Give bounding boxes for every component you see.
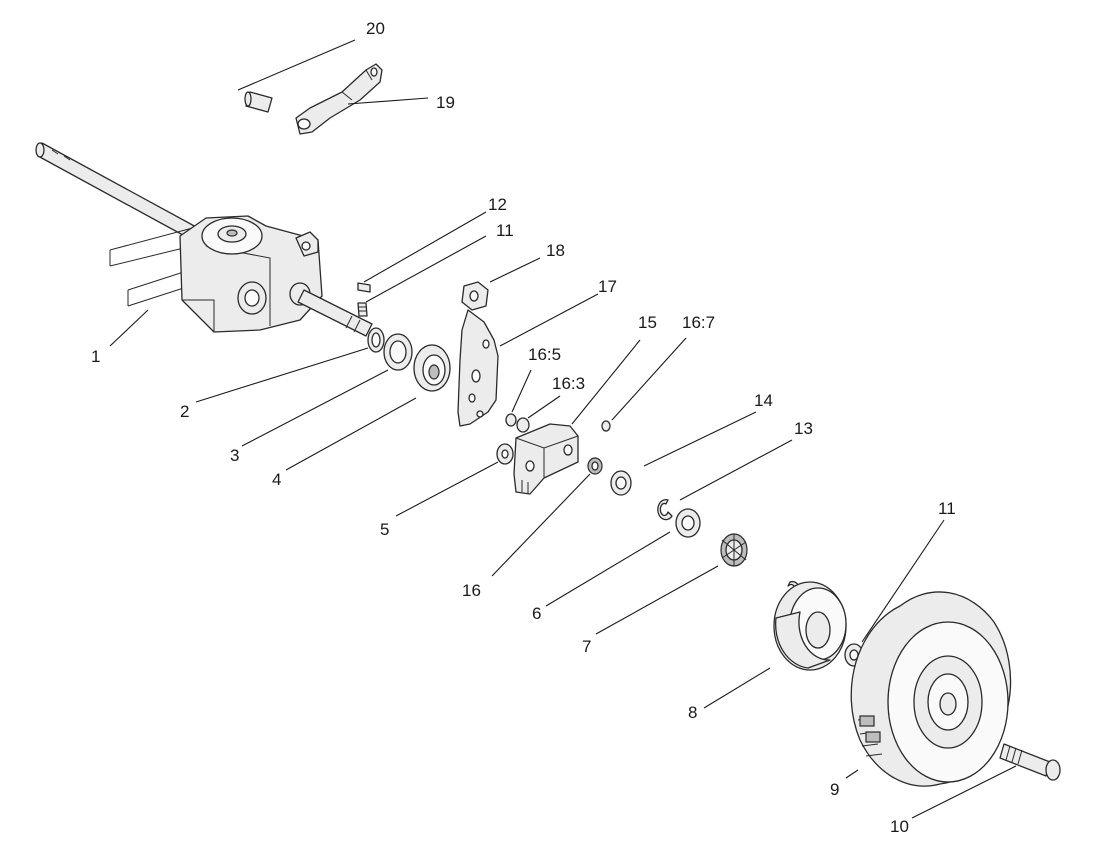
part-9-wheel [850,591,1012,787]
callout-16-5: 16:5 [528,345,561,364]
callout-9: 9 [830,780,839,799]
part-16-bracket-block [513,423,579,495]
callout-4: 4 [272,470,281,489]
part-5-nut [496,443,514,465]
callout-11: 11 [938,499,956,518]
callout-15: 14 [754,391,773,410]
callout-17: 17 [598,277,617,296]
callout-16-3: 16:3 [552,374,585,393]
callout-12: 11 [496,221,514,240]
part-20-pin [244,91,273,113]
callout-5: 5 [380,520,389,539]
callout-14: 13 [794,419,813,438]
part-17-bracket-plate [457,309,499,427]
callout-16-7: 16:7 [682,313,715,332]
part-16-7 [601,420,611,432]
callout-7: 7 [582,637,591,656]
callout-13: 12 [488,195,507,214]
part-16-2 [587,457,603,475]
callout-labels: 20 19 12 11 18 17 15 16:7 16:5 16:3 1 2 … [91,19,956,836]
leader-lines [109,39,1017,819]
callout-19: 19 [436,93,455,112]
callout-10: 10 [890,817,909,836]
part-13-key [357,282,371,293]
part-12-set-screw [357,302,368,317]
part-1-transmission [35,142,373,337]
part-16-5 [505,413,517,427]
callout-8: 8 [688,703,697,722]
part-6-bushing [675,508,701,538]
part-4-bushing [413,344,451,392]
callout-1: 1 [91,347,100,366]
part-19-lever [295,63,383,135]
part-15-washer [610,470,632,496]
part-3-washer [383,333,413,371]
part-16-3 [516,417,530,433]
part-8-drive-cup [773,580,847,671]
callout-16: 15 [638,313,657,332]
callout-3: 3 [230,446,239,465]
callout-2: 2 [180,402,189,421]
callout-16-2: 16 [462,581,481,600]
part-18-nut-block [461,281,489,311]
part-10-bolt [999,743,1061,781]
callout-18: 18 [546,241,565,260]
callout-20: 20 [366,19,385,38]
part-2-ring [367,327,385,353]
callout-6: 6 [532,604,541,623]
part-7-gear [720,533,748,567]
part-14-clip [657,498,673,521]
